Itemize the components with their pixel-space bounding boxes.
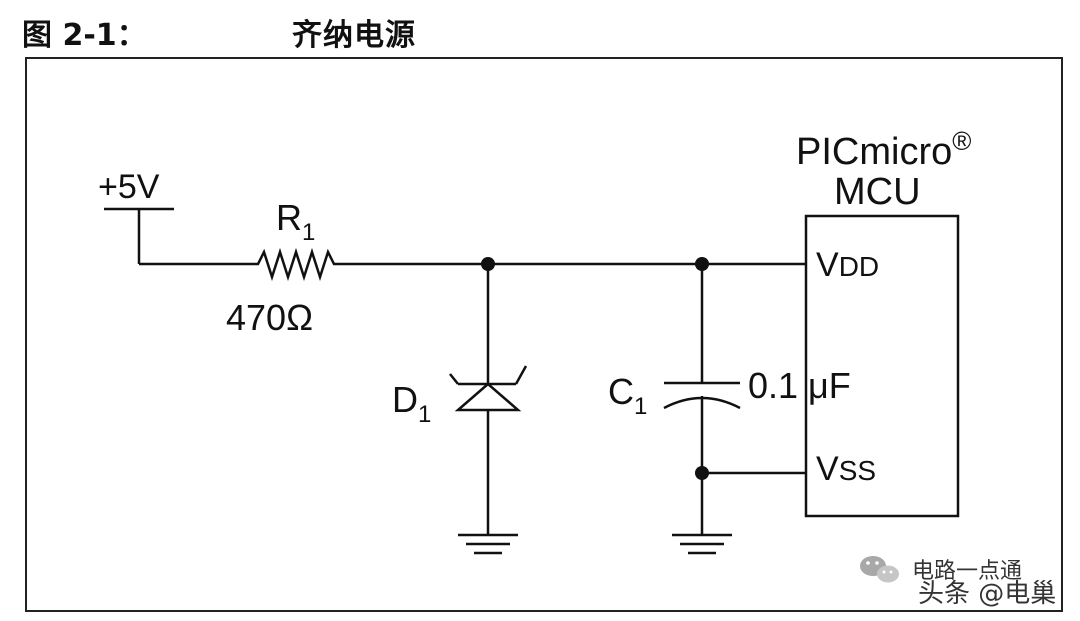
resistor-value: 470Ω: [226, 297, 313, 338]
pin-vdd-sub: DD: [839, 251, 879, 282]
pin-vdd-label: VDD: [816, 246, 879, 284]
resistor-name: R: [276, 197, 302, 238]
diode-subscript: 1: [418, 401, 431, 428]
ground-symbol-capacitor: [672, 533, 732, 555]
resistor-subscript: 1: [302, 219, 315, 246]
ground-symbol-diode: [458, 533, 518, 555]
resistor-r1: [248, 247, 345, 282]
capacitor-subscript: 1: [634, 393, 647, 420]
capacitor-label: C1: [608, 371, 647, 420]
supply-terminal: [104, 207, 248, 266]
diagram-frame: [25, 57, 1063, 612]
capacitor-c1: [663, 264, 741, 535]
mcu-name-text: PICmicro: [796, 131, 952, 173]
figure-label: 图 2-1：: [22, 18, 147, 53]
watermark-source: 头条 @电巢: [918, 579, 1056, 609]
watermark: 电路一点通 头条 @电巢: [860, 556, 1056, 609]
pin-vdd-main: V: [816, 246, 839, 284]
pin-vss-main: V: [816, 450, 839, 488]
zener-diode-d1: [449, 264, 528, 534]
capacitor-value: 0.1 μF: [748, 365, 851, 406]
mcu-type: MCU: [834, 171, 921, 213]
mcu-block: [804, 214, 960, 518]
wechat-icon: [860, 556, 899, 583]
capacitor-name: C: [608, 371, 634, 412]
mcu-name: PICmicro®: [796, 126, 971, 173]
diode-name: D: [392, 379, 418, 420]
figure-title: 齐纳电源: [292, 18, 416, 53]
supply-label: +5V: [98, 168, 160, 206]
diode-label: D1: [392, 379, 431, 428]
resistor-label: R1: [276, 197, 315, 246]
registered-mark: ®: [952, 126, 971, 156]
pin-vss-label: VSS: [816, 450, 876, 488]
watermark-account: 电路一点通: [912, 559, 1022, 584]
pin-vss-sub: SS: [839, 455, 876, 486]
